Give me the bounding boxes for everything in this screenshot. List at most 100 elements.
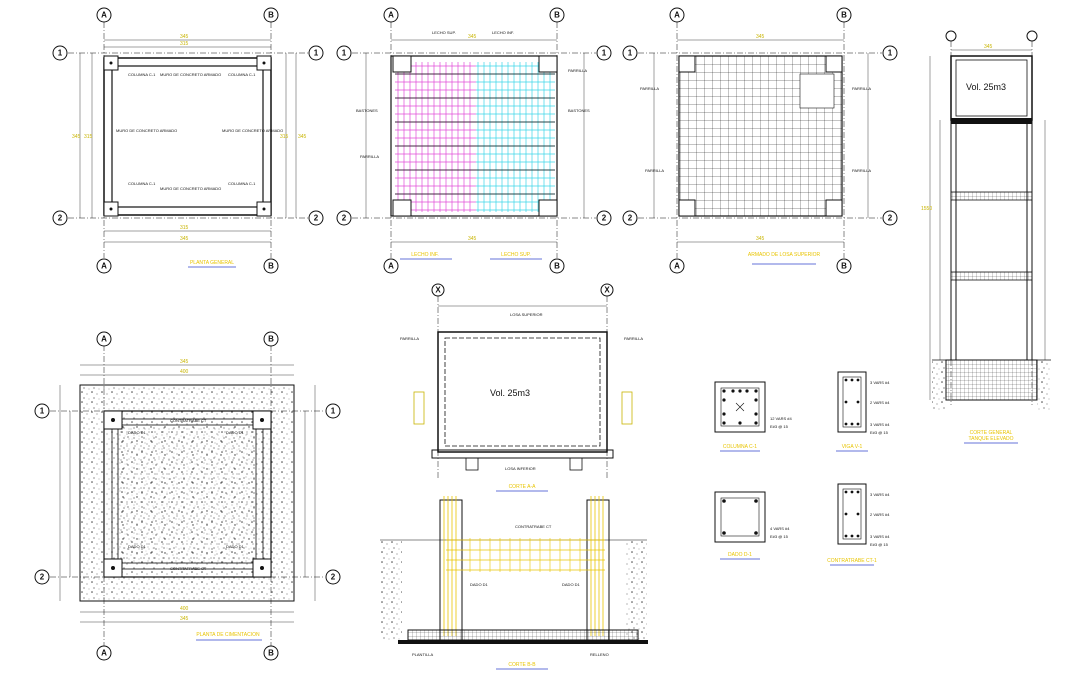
section-rebar (443, 496, 605, 636)
axis-label-b-v2: B (554, 11, 560, 20)
axis-label-1: 1 (58, 49, 63, 58)
label-parrilla-left: PARRILLA (360, 154, 379, 159)
axis-label-a-v5: A (101, 335, 107, 344)
view-section-details: 12 VARS #4 E#3 @ 15 COLUMNA C-1 3 VARS #… (714, 371, 890, 566)
axis-label-b: B (268, 11, 274, 20)
view-corte-a-a: X X LOSA SUPERIOR Vol. 25m3 PARRILLA PAR… (400, 283, 643, 492)
label-contratrabe-bottom: CONTRATRABE CT (170, 566, 207, 571)
label-muro-left: MURO DE CONCRETO ARMADO (116, 128, 177, 133)
title-losa-inferior: LECHO INF. (411, 252, 439, 258)
label-parrilla-v3-left: PARRILLA (640, 86, 659, 91)
axis-label-1-v2-right: 1 (602, 49, 607, 58)
title-planta-cimentacion: PLANTA DE CIMENTACION (196, 632, 260, 638)
label-plantilla: PLANTILLA (412, 652, 433, 657)
dim-345-left: 345 (72, 134, 81, 140)
title-viga-v1: VIGA V-1 (842, 444, 863, 450)
axis-label-1-v5-right: 1 (331, 407, 336, 416)
view-planta-general: A B A B 1 1 2 2 (52, 7, 324, 274)
title-losa-superior: LECHO SUP. (501, 252, 531, 258)
dim-315-top: 315 (180, 41, 189, 47)
label-vars-2: 2 VARS #4 (870, 400, 890, 405)
dim-315-bottom: 315 (180, 225, 189, 231)
dim-315-right: 315 (280, 134, 289, 140)
axis-label-1-v2: 1 (342, 49, 347, 58)
title-planta-general: PLANTA GENERAL (190, 260, 234, 266)
axis-label-b-v5: B (268, 335, 274, 344)
view-corte-b-b: CONTRATRABE CT DADO D1 DADO D1 PLANTILLA… (380, 496, 648, 670)
label-dado-bl: DADO D1 (128, 544, 147, 549)
axis-label-2-v3: 2 (628, 214, 633, 223)
axis-label-2-v5: 2 (40, 573, 45, 582)
label-columna-tr: COLUMNA C-1 (228, 72, 256, 77)
label-dado-section-right: DADO D1 (562, 582, 581, 587)
label-muro-bottom: MURO DE CONCRETO ARMADO (160, 186, 221, 191)
title-corte-general: CORTE GENERAL (970, 430, 1013, 436)
dado-bars (722, 499, 758, 535)
label-ct-estribos: E#3 @ 15 (870, 542, 889, 547)
axis-label-a-v5-bottom: A (101, 649, 107, 658)
label-muro-right: MURO DE CONCRETO ARMADO (222, 128, 283, 133)
label-dado-tr: DADO D1 (226, 430, 245, 435)
label-vars-4: 4 VARS #4 (770, 526, 790, 531)
dim-345-v5-top: 345 (180, 359, 189, 365)
section-volume-label: Vol. 25m3 (490, 388, 530, 398)
axis-label-2-v3-right: 2 (888, 214, 893, 223)
view-armado-losa-superior: A B A B 1 1 2 2 345 345 PARRILLA PARRILL… (622, 7, 898, 274)
title-dado-d1: DADO D-1 (728, 552, 752, 558)
title-columna-c1: COLUMNA C-1 (723, 444, 757, 450)
dim-345-top: 345 (180, 34, 189, 40)
axis-label-b-bottom: B (268, 262, 274, 271)
dim-400-v5-bottom: 400 (180, 606, 189, 612)
axis-label-x-right: X (604, 286, 610, 295)
axis-label-2-v2: 2 (342, 214, 347, 223)
dim-315-left: 315 (84, 134, 93, 140)
label-columna-bl: COLUMNA C-1 (128, 181, 156, 186)
dim-400-v5-top: 400 (180, 369, 189, 375)
view-planta-cimentacion: A B A B 1 1 2 2 (34, 331, 341, 661)
axis-label-a-v3: A (674, 11, 680, 20)
label-contratrabe-top: CONTRATRABE CT (170, 418, 207, 423)
label-losa-inferior: LOSA INFERIOR (505, 466, 536, 471)
axis-label-a-v3-bottom: A (674, 262, 680, 271)
label-bastones-left: BASTONES (356, 108, 378, 113)
view-armado-losa-inferior: A B A B 1 1 2 2 345 345 LECHO SUP. LECHO… (336, 7, 612, 274)
rebar-grid (395, 62, 555, 212)
label-ct-vars-3a: 3 VARS #4 (870, 492, 890, 497)
axis-label-a-v2: A (388, 11, 394, 20)
label-parrilla-a-right: PARRILLA (624, 336, 643, 341)
label-dado-br: DADO D1 (226, 544, 245, 549)
axis-label-b-v5-bottom: B (268, 649, 274, 658)
axis-label-b-v3-bottom: B (841, 262, 847, 271)
title-corte-a-a: CORTE A-A (509, 484, 537, 490)
dim-345-right: 345 (298, 134, 307, 140)
axis-label-a: A (101, 11, 107, 20)
dim-1550: 1550 (921, 206, 932, 212)
title-corte-b-b: CORTE B-B (508, 662, 536, 668)
dim-345-v3-bottom: 345 (756, 236, 765, 242)
label-dado-section-left: DADO D1 (470, 582, 489, 587)
axis-label-a-v2-bottom: A (388, 262, 394, 271)
label-ct-vars-2: 2 VARS #4 (870, 512, 890, 517)
axis-label-1-right: 1 (314, 49, 319, 58)
label-vars-12: 12 VARS #4 (770, 416, 792, 421)
label-parrilla-v3-right2: PARRILLA (852, 168, 871, 173)
label-contratrabe-section: CONTRATRABE CT (515, 524, 552, 529)
tank-volume-label: Vol. 25m3 (966, 82, 1006, 92)
label-parrilla-right: PARRILLA (568, 68, 587, 73)
dim-345-v5-bottom: 345 (180, 616, 189, 622)
label-columna-br: COLUMNA C-1 (228, 181, 256, 186)
axis-label-x-left: X (435, 286, 441, 295)
view-corte-general: 345 Vol. 25m3 1550 CORTE GENERAL TANQUE … (921, 30, 1051, 444)
label-vars-3a: 3 VARS #4 (870, 380, 890, 385)
label-estribos-dado: E#3 @ 15 (770, 534, 789, 539)
axis-label-2: 2 (58, 214, 63, 223)
axis-label-1-v3: 1 (628, 49, 633, 58)
axis-label-b-v2-bottom: B (554, 262, 560, 271)
label-ct-vars-3b: 3 VARS #4 (870, 534, 890, 539)
label-parrilla-a-left: PARRILLA (400, 336, 419, 341)
dim-345-v2-bottom: 345 (468, 236, 477, 242)
label-dado-tl: DADO D1 (128, 430, 147, 435)
axis-label-a-bottom: A (101, 262, 107, 271)
dim-345-v2-top: 345 (468, 34, 477, 40)
